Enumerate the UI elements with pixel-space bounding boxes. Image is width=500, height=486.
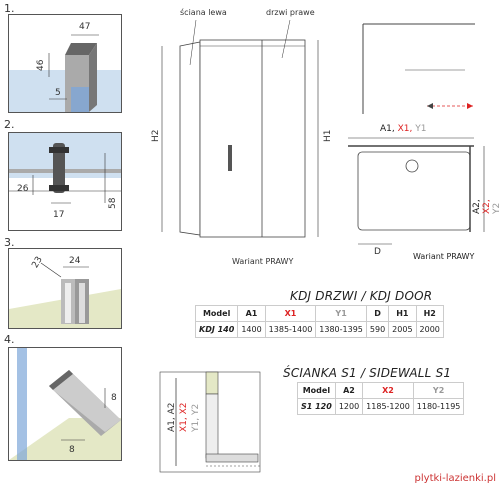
t2-header-a2: A2 (334, 382, 364, 399)
t1-header-model: Model (194, 305, 239, 322)
detail-panel-4: 8 8 (8, 347, 122, 461)
profile-detail-3: 23 24 (9, 255, 121, 328)
sidewall-y-label: Y1, Y2 (191, 404, 201, 433)
dim-24: 24 (69, 256, 81, 266)
t1-cell-d: 590 (365, 321, 390, 338)
plan-d-label: D (374, 247, 381, 257)
t2-header-y2: Y2 (412, 382, 465, 399)
t2-cell-a2: 1200 (334, 398, 364, 415)
t1-cell-x1: 1385-1400 (264, 321, 317, 338)
plan-y2-label: Y2 (492, 202, 500, 214)
door-plan-small (362, 23, 475, 114)
table1-title: KDJ DRZWI / KDJ DOOR (290, 289, 433, 303)
spec-table-sidewall: Model A2 X2 Y2 S1 120 1200 1185-1200 118… (297, 382, 465, 415)
t2-cell-y2: 1180-1195 (412, 398, 465, 415)
t1-header-a1: A1 (237, 305, 266, 322)
panel-1-number: 1. (4, 2, 15, 15)
t1-cell-model: KDJ 140 (194, 321, 239, 338)
enclosure-plan: D (348, 137, 485, 257)
table-row: S1 120 1200 1185-1200 1180-1195 (297, 398, 465, 415)
t2-header-x2: X2 (362, 382, 414, 399)
sidewall-x-label: X1, X2 (179, 402, 189, 432)
dim-5: 5 (55, 88, 61, 98)
t1-cell-y1: 1380-1395 (315, 321, 367, 338)
plan-y1-label: Y1 (415, 124, 427, 134)
spec-table-door: Model A1 X1 Y1 D H1 H2 KDJ 140 1400 1385… (194, 305, 444, 338)
variant-label-left: Wariant PRAWY (232, 257, 293, 266)
plan-side-label: A2, X2, Y2 (472, 186, 500, 214)
variant-label-right: Wariant PRAWY (413, 252, 475, 261)
left-wall-label: ściana lewa (180, 7, 227, 17)
t2-header-model: Model (297, 382, 336, 399)
h1-label: H1 (323, 130, 333, 143)
dim-58: 58 (108, 197, 118, 209)
t2-cell-x2: 1185-1200 (362, 398, 414, 415)
sidewall-plan: A1, A2 X1, X2 Y1, Y2 (159, 371, 261, 473)
plan-x2-label: X2, (482, 199, 492, 214)
dim-23: 23 (30, 255, 44, 270)
plan-a2-label: A2, (472, 199, 482, 214)
dim-26: 26 (17, 184, 29, 194)
t1-cell-h1: 2005 (388, 321, 417, 338)
watermark: plytki-lazienki.pl (414, 473, 496, 484)
t1-header-h1: H1 (388, 305, 417, 322)
plan-x1-label: X1, (397, 124, 413, 134)
table-row: KDJ 140 1400 1385-1400 1380-1395 590 200… (194, 321, 444, 338)
profile-detail-4: 8 8 (9, 348, 121, 460)
detail-panel-3: 23 24 (8, 248, 122, 329)
enclosure-elevation: H2 H1 ściana lewa drzwi prawe Wariant PR… (151, 7, 333, 266)
h2-label: H2 (151, 130, 161, 143)
dim-46: 46 (36, 59, 46, 71)
table2-title: ŚCIANKA S1 / SIDEWALL S1 (283, 366, 452, 380)
plan-top-label: A1, X1, Y1 (380, 124, 427, 134)
right-door-label: drzwi prawe (266, 8, 315, 17)
t1-header-d: D (365, 305, 390, 322)
t2-cell-model: S1 120 (297, 398, 336, 415)
sidewall-a-label: A1, A2 (167, 403, 177, 433)
profile-detail-1: 47 46 5 (9, 22, 121, 112)
dim-8-horizontal: 8 (69, 445, 75, 455)
panel-4-number: 4. (4, 333, 15, 346)
dim-47: 47 (79, 22, 90, 32)
t1-cell-h2: 2000 (415, 321, 444, 338)
dim-17: 17 (53, 210, 64, 220)
detail-panel-2: 26 17 58 (8, 132, 122, 231)
t1-header-y1: Y1 (315, 305, 367, 322)
t1-header-x1: X1 (264, 305, 317, 322)
handle-detail: 26 17 58 (9, 133, 121, 220)
panel-2-number: 2. (4, 118, 15, 131)
panel-3-number: 3. (4, 236, 15, 249)
dim-8-vertical: 8 (111, 393, 117, 403)
detail-panel-1: 47 46 5 (8, 14, 122, 113)
t1-cell-a1: 1400 (237, 321, 266, 338)
t1-header-h2: H2 (415, 305, 444, 322)
plan-a1-label: A1, (380, 124, 395, 134)
